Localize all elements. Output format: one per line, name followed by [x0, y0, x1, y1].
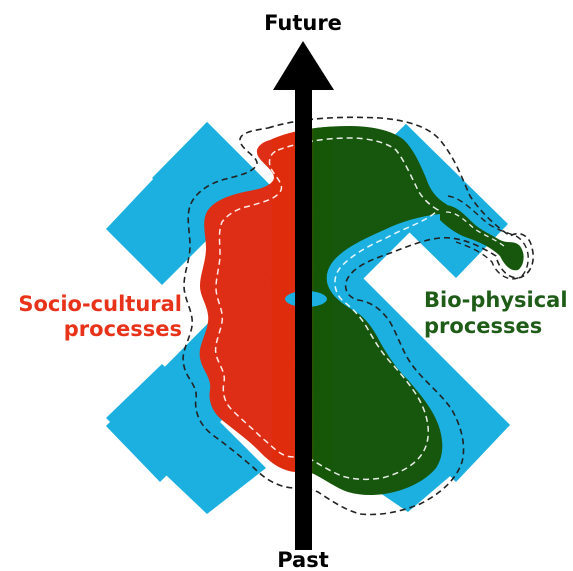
cross-arm-left-upper: [106, 122, 266, 285]
bio-physical-tendril: [440, 205, 524, 271]
past-label: Past: [277, 548, 329, 571]
tendril-shape: [440, 205, 524, 271]
bio-physical-region: [303, 126, 449, 495]
tendril-inner-dashed-outline: [445, 211, 505, 247]
tendril-outer-dashed-outline: [447, 195, 529, 280]
inner-dashed-outline: [214, 137, 440, 481]
bio-physical-label-line1: Bio-physical: [424, 288, 568, 312]
socio-cultural-label: Socio-cultural processes: [18, 292, 182, 341]
bio-physical-label: Bio-physical processes: [424, 288, 568, 338]
time-arrow-shaft: [295, 88, 312, 550]
bio-physical-label-line2: processes: [424, 314, 542, 338]
time-arrow: [273, 41, 334, 550]
socio-cultural-label-line1: Socio-cultural: [18, 292, 182, 316]
future-label: Future: [264, 11, 342, 35]
outer-dashed-outline: [182, 116, 534, 516]
bio-physical-shape: [303, 126, 449, 495]
socio-cultural-label-line2: processes: [64, 317, 182, 341]
cross-arm-left-lower: [106, 364, 266, 514]
time-arrow-head: [273, 41, 334, 90]
